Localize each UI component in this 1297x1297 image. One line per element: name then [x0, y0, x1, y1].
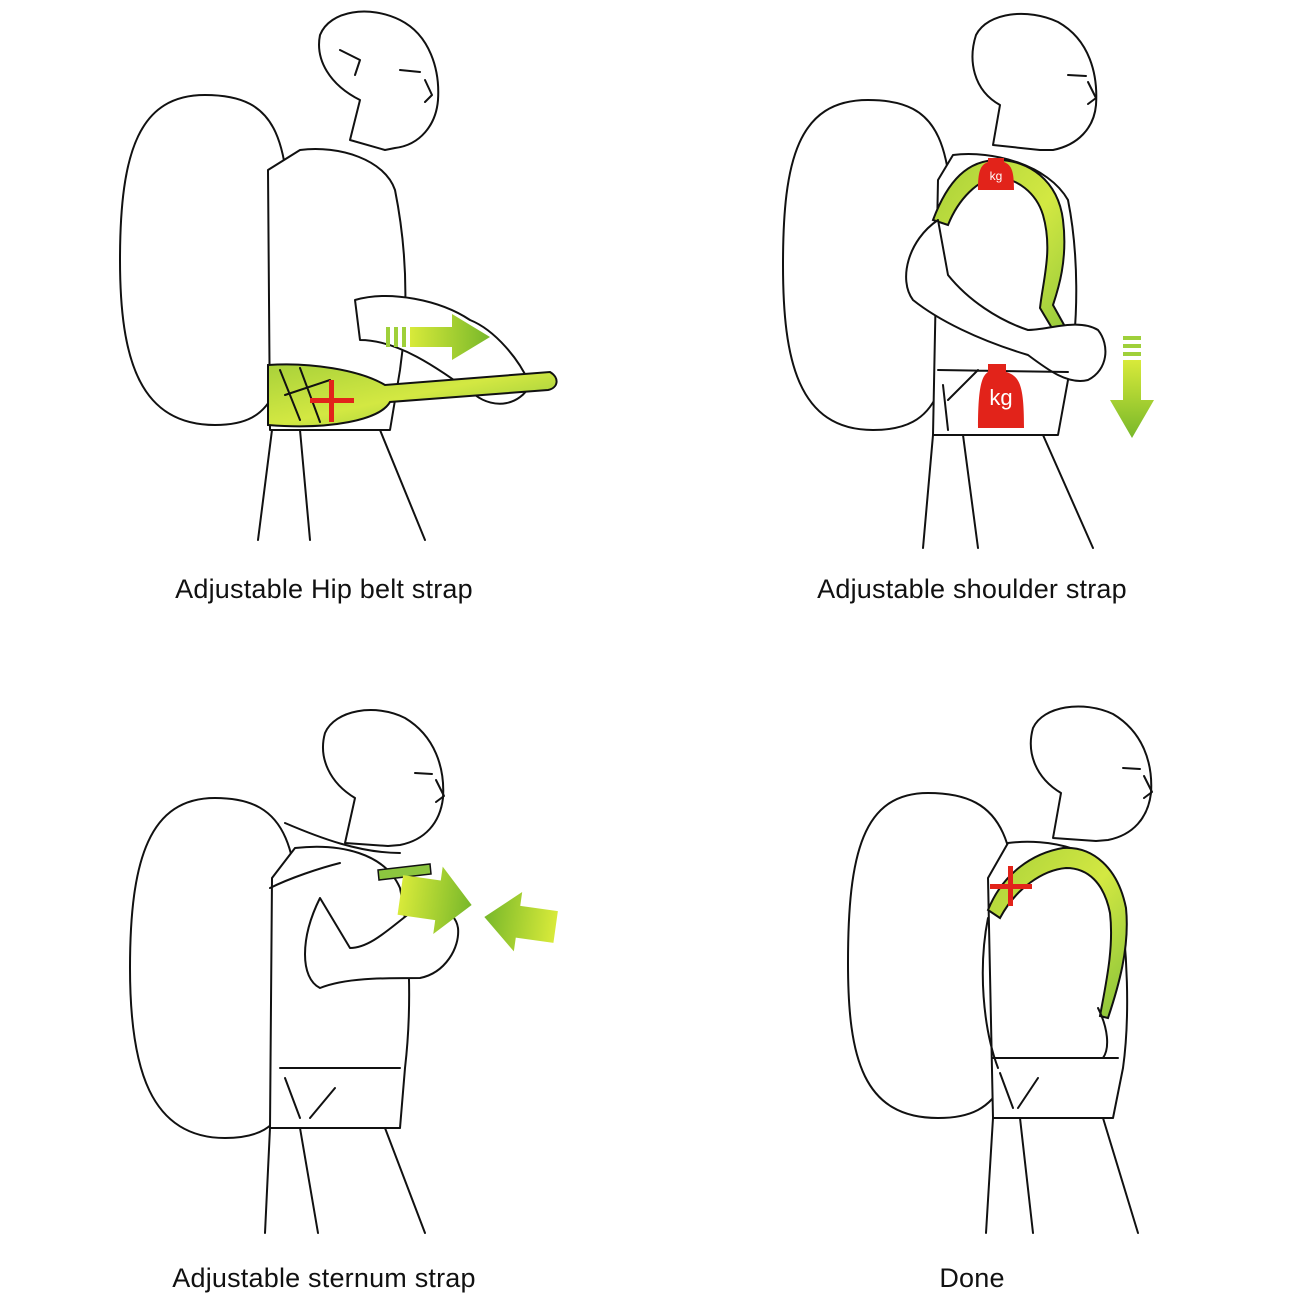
shoulder-strap [986, 846, 1128, 1020]
sternum-strap [377, 863, 432, 881]
caption-sternum-strap: Adjustable sternum strap [172, 1263, 476, 1293]
shoulder-strap-illustration: kg kg [782, 12, 1154, 549]
legs [264, 1127, 426, 1234]
arm [905, 219, 1107, 382]
torso [267, 148, 407, 431]
hip-belt-illustration [119, 10, 558, 541]
sternum-strap-illustration [129, 709, 558, 1234]
legs [257, 429, 426, 541]
arrow-down-icon [1110, 336, 1154, 438]
backpack [119, 94, 291, 426]
caption-done: Done [939, 1263, 1005, 1293]
arrow-right-icon [397, 866, 472, 934]
panel-shoulder-strap: kg kg Adjustable shoulder strap [648, 0, 1296, 648]
head [1029, 705, 1153, 842]
done-illustration [847, 705, 1153, 1234]
panel-done: Done [648, 648, 1296, 1296]
torso [269, 845, 411, 1129]
arm [304, 897, 460, 989]
caption-hip-belt: Adjustable Hip belt strap [175, 574, 473, 604]
arrow-right-icon [386, 314, 490, 360]
weight-label-small: kg [990, 169, 1003, 183]
head [318, 10, 440, 151]
arrow-left-icon [484, 892, 558, 952]
weight-icon: kg [978, 158, 1014, 190]
hip-belt [267, 363, 558, 428]
plus-mark-icon [990, 866, 1032, 906]
head [971, 12, 1098, 151]
head [322, 709, 445, 847]
panel-sternum-strap: Adjustable sternum strap [0, 648, 648, 1296]
legs [922, 434, 1094, 549]
legs [985, 1117, 1139, 1234]
plus-mark-icon [310, 380, 354, 422]
weight-label-large: kg [989, 385, 1012, 410]
weight-icon: kg [978, 364, 1024, 428]
panel-hip-belt: Adjustable Hip belt strap [0, 0, 648, 648]
caption-shoulder-strap: Adjustable shoulder strap [817, 574, 1127, 604]
